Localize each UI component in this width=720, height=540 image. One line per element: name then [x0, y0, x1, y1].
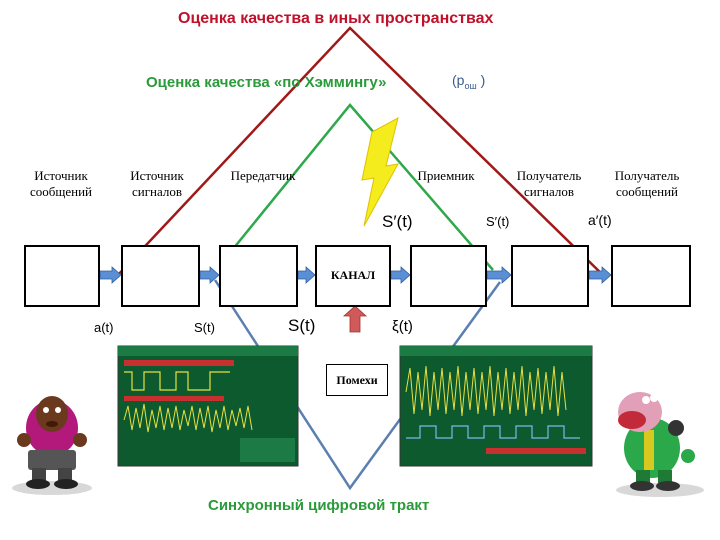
label-receiver-line1: Приемник [417, 168, 475, 183]
label-transmitter: Передатчик [222, 168, 304, 184]
error-probability-open: (p [452, 72, 465, 88]
label-signal-source-line2: сигналов [131, 184, 183, 199]
signal-a-t: a(t) [94, 320, 114, 335]
signal-s-prime-large: S′(t) [382, 212, 413, 231]
message-source-box [24, 245, 100, 307]
label-signal-source: Источник сигналов [118, 168, 196, 200]
main-title: Оценка качества в иных пространствах [178, 10, 494, 27]
channel-box: КАНАЛ [315, 245, 391, 307]
arrow-5 [486, 266, 512, 284]
oscilloscope-left [117, 345, 299, 467]
channel-label: КАНАЛ [330, 268, 376, 282]
arrow-1 [99, 266, 122, 284]
hippo-character-icon [616, 392, 704, 497]
green-hamming-line [219, 103, 494, 271]
red-quality-line [117, 26, 607, 279]
arrow-4 [390, 266, 411, 284]
label-message-recipient-line1: Получатель [614, 168, 680, 183]
label-signal-recipient-line1: Получатель [516, 168, 582, 183]
error-probability-subscript: ош [464, 80, 477, 91]
noise-arrow [342, 305, 368, 333]
signal-s-prime-small: S′(t) [486, 214, 510, 229]
signal-recipient-box [511, 245, 589, 307]
arrow-3 [297, 266, 316, 284]
label-message-source-line1: Источник [34, 168, 88, 183]
noise-box: Помехи [326, 364, 388, 396]
hamming-subtitle: Оценка качества «по Хэммингу» [146, 74, 387, 91]
signal-source-box [121, 245, 200, 307]
error-probability-note: (pош ) [452, 72, 485, 91]
oscilloscope-right [399, 345, 593, 467]
signal-s-t-small: S(t) [194, 320, 215, 335]
signal-s-t-large: S(t) [288, 316, 316, 335]
label-message-recipient-line2: сообщений [615, 184, 679, 199]
arrow-6 [588, 266, 612, 284]
label-receiver: Приемник [410, 168, 482, 184]
arrow-2 [199, 266, 220, 284]
transmitter-box [219, 245, 298, 307]
lightning-icon [361, 117, 399, 227]
label-message-source-line2: сообщений [29, 184, 93, 199]
label-signal-recipient: Получатель сигналов [508, 168, 590, 200]
label-message-source: Источник сообщений [22, 168, 100, 200]
label-transmitter-line1: Передатчик [230, 168, 296, 183]
man-character-icon [12, 396, 92, 495]
label-message-recipient: Получатель сообщений [606, 168, 688, 200]
label-signal-recipient-line2: сигналов [523, 184, 575, 199]
signal-a-prime: a′(t) [588, 212, 612, 228]
message-recipient-box [611, 245, 691, 307]
error-probability-close: ) [476, 72, 486, 88]
flow-arrows [99, 266, 612, 284]
label-signal-source-line1: Источник [130, 168, 184, 183]
digital-path-label: Синхронный цифровой тракт [208, 497, 430, 514]
receiver-box [410, 245, 487, 307]
signal-xi-t: ξ(t) [392, 318, 413, 335]
